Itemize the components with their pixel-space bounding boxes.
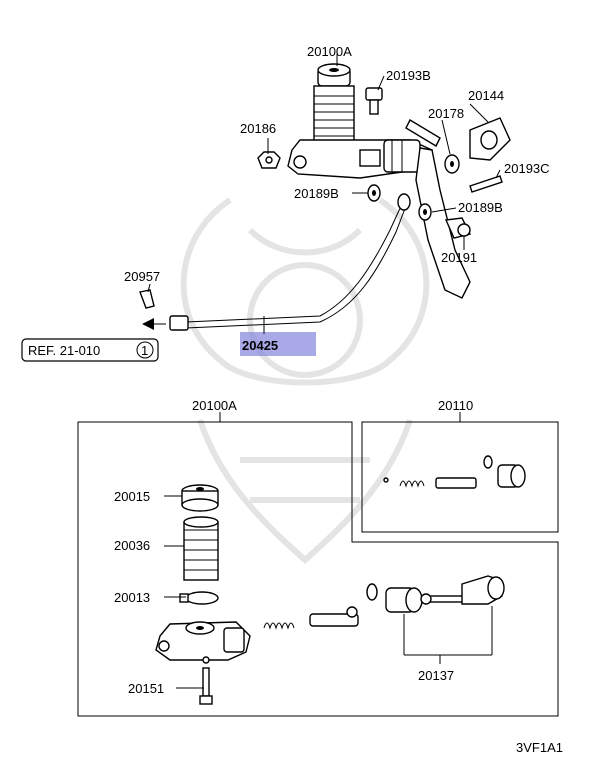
clamp-20013 bbox=[179, 591, 219, 605]
bleeder-20151 bbox=[199, 667, 213, 705]
footer-code: 3VF1A1 bbox=[516, 740, 563, 755]
piston-kit-20110 bbox=[383, 455, 526, 489]
label-20191: 20191 bbox=[441, 250, 477, 265]
label-20137: 20137 bbox=[418, 668, 454, 683]
label-20193c: 20193C bbox=[504, 161, 550, 176]
watermark-emblem bbox=[180, 197, 430, 565]
bolt-20193b bbox=[365, 87, 383, 115]
bracket-20144 bbox=[469, 117, 511, 161]
label-20144: 20144 bbox=[468, 88, 504, 103]
master-cylinder-body bbox=[155, 621, 251, 664]
leader-lines-lower bbox=[164, 495, 493, 689]
label-20193b: 20193B bbox=[386, 68, 431, 83]
label-20425: 20425 bbox=[242, 338, 278, 353]
spring-piston-lower bbox=[263, 606, 359, 630]
bushing-20189b-left bbox=[367, 184, 381, 202]
label-20100a-top: 20100A bbox=[307, 44, 352, 59]
ref-box[interactable]: REF. 21-010 1 bbox=[21, 338, 159, 362]
ref-circle-number: 1 bbox=[141, 343, 148, 358]
box-20100a-outline bbox=[77, 421, 559, 717]
label-20178: 20178 bbox=[428, 106, 464, 121]
label-20015: 20015 bbox=[114, 489, 150, 504]
highlight-box bbox=[240, 332, 316, 356]
label-20957: 20957 bbox=[124, 269, 160, 284]
label-20036: 20036 bbox=[114, 538, 150, 553]
bushing-20189b-right bbox=[418, 203, 432, 221]
kit-20137 bbox=[366, 575, 505, 613]
master-cylinder-top bbox=[287, 63, 433, 179]
label-box-20110: 20110 bbox=[438, 398, 473, 413]
label-20189b-left: 20189B bbox=[294, 186, 339, 201]
label-20151: 20151 bbox=[128, 681, 164, 696]
clip-20957 bbox=[139, 289, 155, 309]
clutch-hose-20425 bbox=[142, 193, 411, 331]
label-20013: 20013 bbox=[114, 590, 150, 605]
label-20189b-right: 20189B bbox=[458, 200, 503, 215]
clevis-pin-20191 bbox=[444, 217, 472, 239]
ref-label: REF. 21-010 bbox=[28, 343, 100, 358]
label-20186: 20186 bbox=[240, 121, 276, 136]
box-20110-outline bbox=[361, 421, 559, 533]
nut-20186 bbox=[257, 151, 281, 169]
leader-lines-top bbox=[147, 54, 501, 334]
boot-20015 bbox=[181, 484, 219, 512]
label-box-20100a: 20100A bbox=[192, 398, 237, 413]
reservoir-20036 bbox=[183, 516, 219, 581]
pin-20193c bbox=[469, 175, 503, 193]
